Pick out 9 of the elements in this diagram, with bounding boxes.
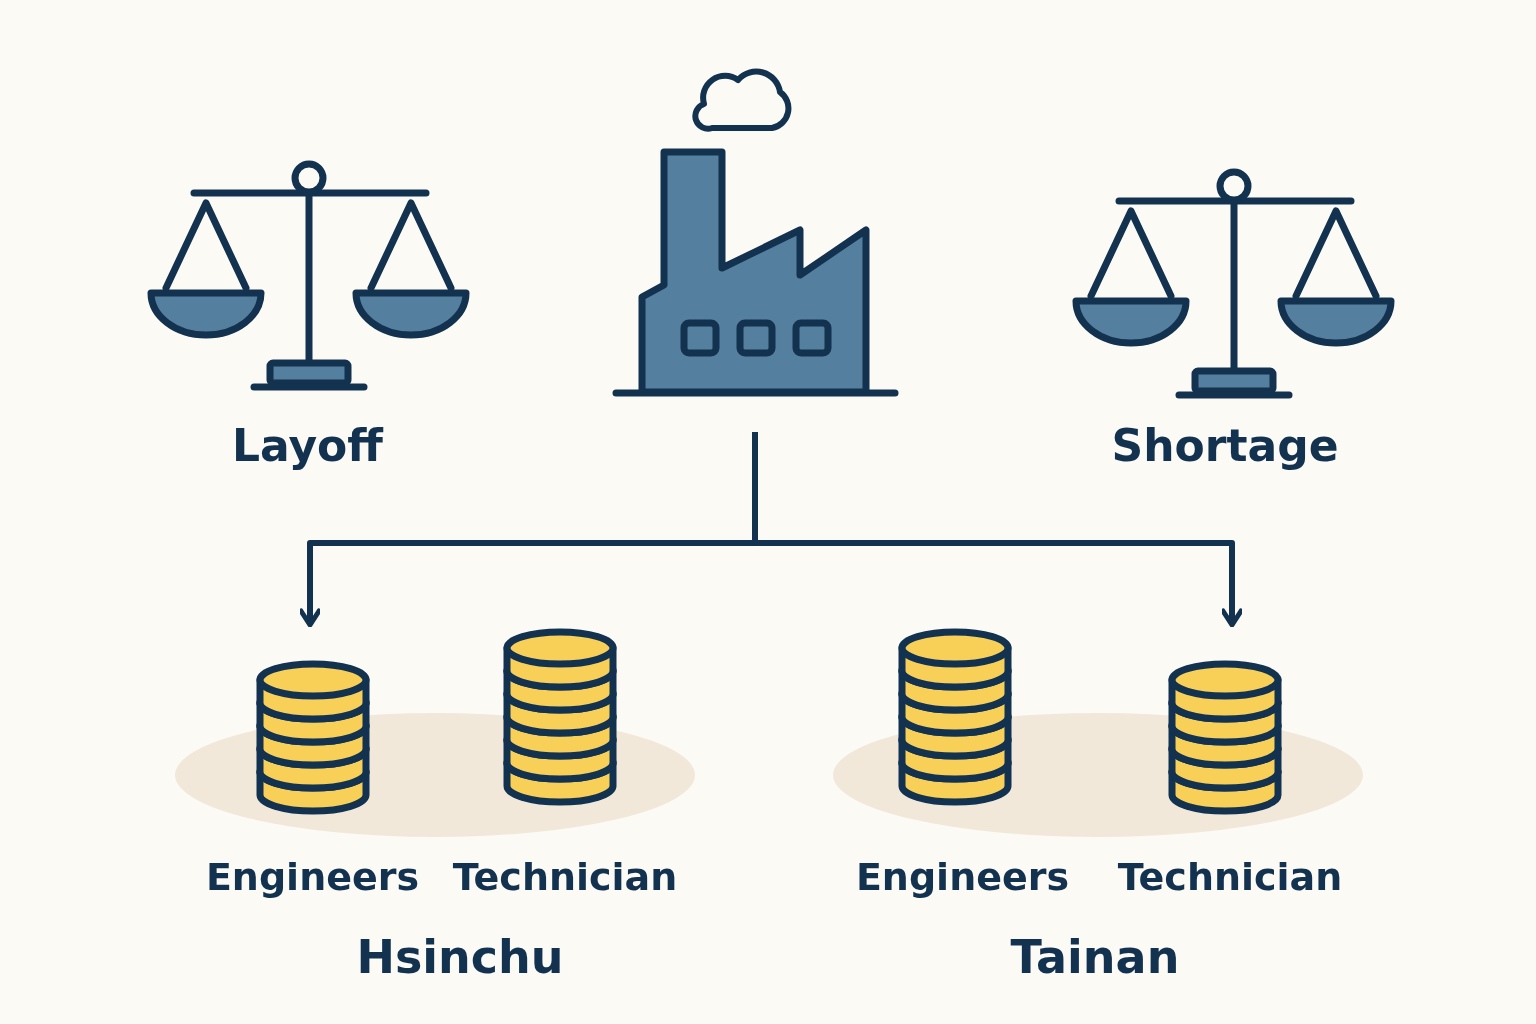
- node-label: Technician: [1116, 855, 1344, 899]
- node-label: Technician: [451, 855, 679, 899]
- scale-caption: Layoff: [231, 420, 385, 471]
- region-label: Tainan: [1009, 930, 1181, 984]
- scale-caption: Shortage: [1110, 420, 1340, 471]
- region-label: Hsinchu: [355, 930, 565, 984]
- node-label: Engineers: [854, 855, 1071, 899]
- node-label: Engineers: [205, 855, 420, 899]
- connector-arrow: [752, 432, 1244, 628]
